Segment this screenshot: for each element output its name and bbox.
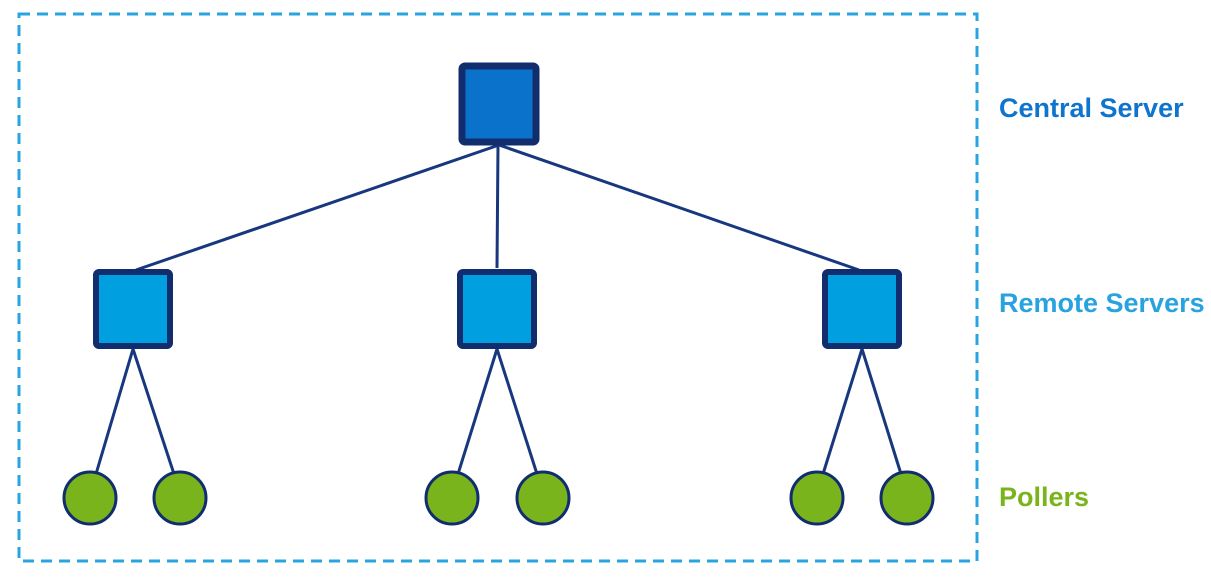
connector-line (860, 348, 903, 475)
poller-node (424, 470, 480, 526)
connector-line (456, 348, 499, 475)
central-server-label: Central Server (999, 93, 1184, 123)
remote-server-nodes (93, 269, 902, 349)
connector-line (498, 143, 860, 272)
pollers-label: Pollers (999, 482, 1089, 512)
deployment-boundary (17, 12, 979, 563)
connector-line (131, 348, 176, 475)
poller-node (152, 470, 208, 526)
connector-line (94, 348, 135, 475)
remote-server-node (822, 269, 902, 349)
remote-server-node (93, 269, 173, 349)
central-server-node (458, 62, 540, 146)
connector-line (821, 348, 864, 475)
connector-line (495, 348, 539, 475)
poller-node (789, 470, 845, 526)
connector-line (495, 144, 500, 269)
remote-servers-label: Remote Servers (999, 288, 1205, 318)
central-to-remote-connectors (135, 143, 860, 272)
poller-node (62, 470, 118, 526)
connector-line (135, 143, 500, 272)
remote-server-node (457, 269, 537, 349)
poller-node (879, 470, 935, 526)
poller-nodes (62, 470, 935, 526)
poller-node (515, 470, 571, 526)
remote-to-poller-connectors (94, 348, 903, 475)
